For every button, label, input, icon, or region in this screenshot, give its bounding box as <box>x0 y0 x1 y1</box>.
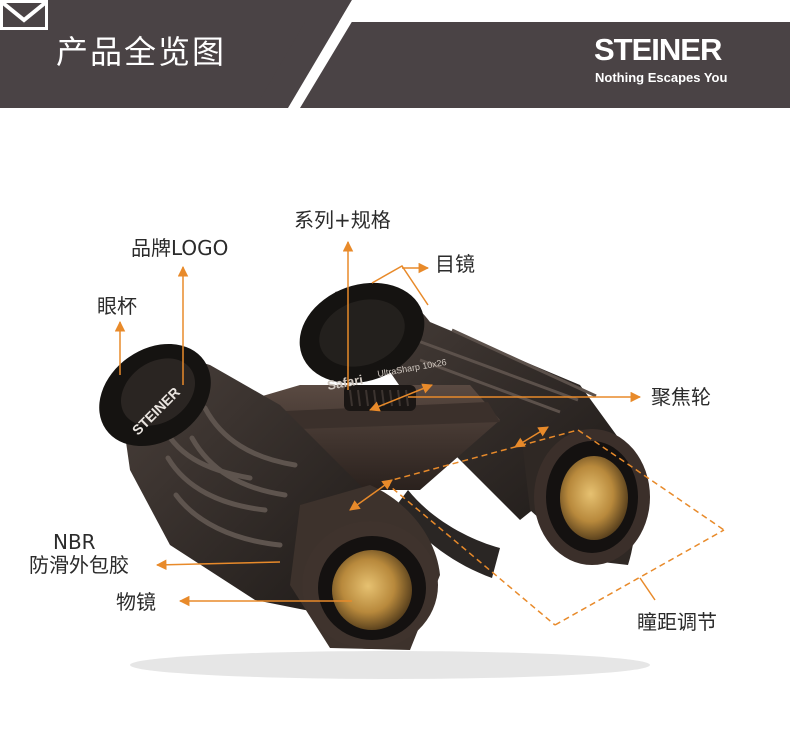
header-title: 产品全览图 <box>56 33 227 71</box>
nbr-label-line2: 防滑外包胶 <box>29 553 129 577</box>
brand-tagline: Nothing Escapes You <box>595 70 728 85</box>
brand-logo-label: 品牌LOGO <box>131 236 229 260</box>
eyepiece-label: 目镜 <box>435 252 475 276</box>
header-banner: 产品全览图 STEINER Nothing Escapes You <box>0 0 790 108</box>
header-background <box>0 0 790 108</box>
left-objective-lens <box>332 550 412 630</box>
svg-text:Safari: Safari <box>326 372 364 393</box>
series-spec-label: 系列+规格 <box>294 208 391 232</box>
nbr-label-line1: NBR <box>53 530 96 554</box>
right-objective-lens <box>560 456 628 540</box>
envelope-chevron-icon <box>0 0 48 30</box>
eyecup-label: 眼杯 <box>97 294 137 318</box>
objective-label: 物镜 <box>116 590 156 614</box>
ipd-label: 瞳距调节 <box>637 610 717 634</box>
ground-shadow <box>130 651 650 679</box>
focus-wheel <box>344 385 416 411</box>
brand-name: STEINER <box>594 32 722 67</box>
focus-wheel-label: 聚焦轮 <box>651 385 711 409</box>
